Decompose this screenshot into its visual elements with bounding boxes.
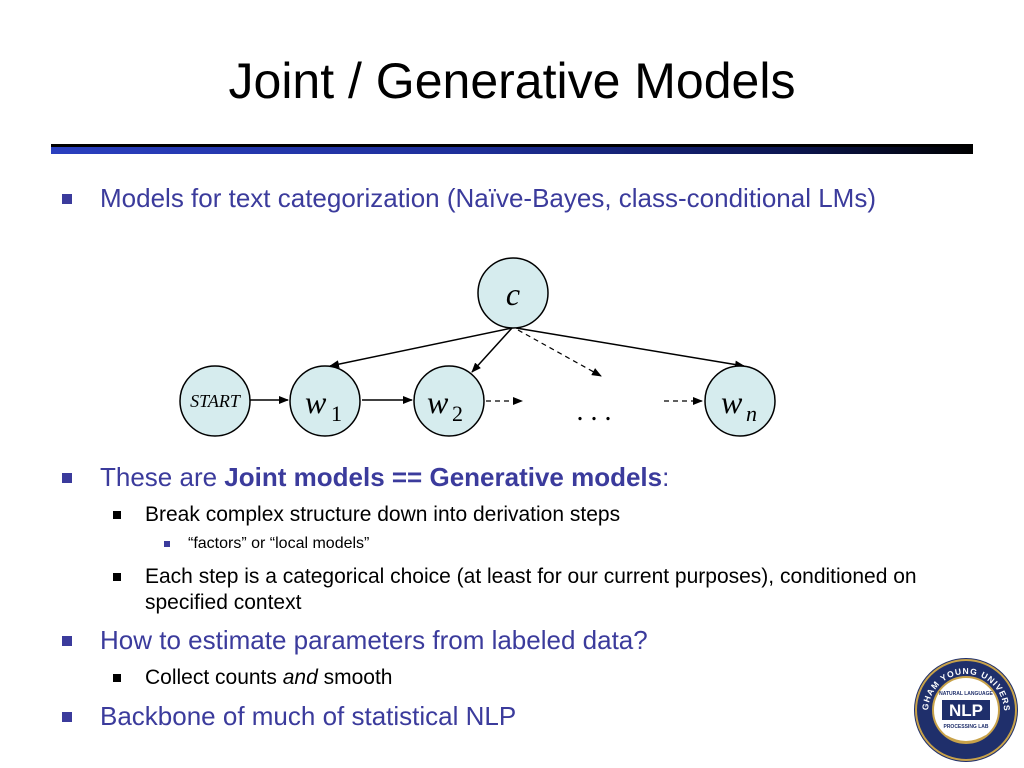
node-w1-sub: 1 bbox=[331, 401, 342, 426]
node-w2-label: w bbox=[427, 384, 449, 420]
bullet-marker bbox=[113, 511, 121, 519]
bullet-text: Each step is a categorical choice (at le… bbox=[145, 565, 917, 614]
node-c bbox=[477, 257, 549, 329]
bullet-text: Collect counts and smooth bbox=[145, 666, 393, 689]
node-start-label: START bbox=[190, 391, 242, 411]
bullet-text: These are Joint models == Generative mod… bbox=[100, 462, 670, 492]
bullet-text: Break complex structure down into deriva… bbox=[145, 503, 621, 526]
bullet-marker bbox=[164, 541, 170, 547]
node-w1 bbox=[289, 365, 361, 437]
bullet-marker bbox=[113, 573, 121, 581]
node-w2 bbox=[413, 365, 485, 437]
edge-c-dots bbox=[517, 329, 602, 377]
node-w2-sub: 2 bbox=[452, 401, 463, 426]
bullet-text: Models for text categorization (Naïve-Ba… bbox=[100, 183, 876, 213]
node-c-label: c bbox=[506, 276, 520, 312]
bullet-marker bbox=[113, 674, 121, 682]
bullet-text: Backbone of much of statistical NLP bbox=[100, 701, 517, 731]
bullet-marker bbox=[62, 636, 72, 646]
logo-bottom-text: PROCESSING LAB bbox=[943, 724, 988, 730]
bullet-text: How to estimate parameters from labeled … bbox=[100, 625, 648, 655]
node-start bbox=[179, 365, 251, 437]
bullet-marker bbox=[62, 712, 72, 722]
title-underline-top bbox=[51, 144, 973, 147]
bullet-text: “factors” or “local models” bbox=[188, 535, 370, 552]
logo-top-text: NATURAL LANGUAGE bbox=[939, 691, 993, 697]
edge-c-wn bbox=[515, 327, 745, 369]
node-wn-sub: n bbox=[746, 401, 757, 426]
byu-nlp-lab-logo: BRIGHAM YOUNG UNIVERSITY NATURAL LANGUAG… bbox=[912, 656, 1018, 762]
logo-laurel-icon bbox=[945, 735, 987, 743]
node-ellipsis: . . . bbox=[577, 396, 612, 427]
logo-main-text: NLP bbox=[949, 701, 983, 720]
edge-c-w1 bbox=[329, 327, 513, 369]
slide-title: Joint / Generative Models bbox=[228, 53, 796, 109]
node-w1-label: w bbox=[305, 384, 327, 420]
bold-term: Joint models == Generative models bbox=[224, 462, 663, 492]
title-underline bbox=[51, 144, 973, 154]
bullet-marker bbox=[62, 194, 72, 204]
emphasis: and bbox=[282, 666, 318, 689]
node-wn bbox=[704, 365, 776, 437]
bullet-marker bbox=[62, 473, 72, 483]
edge-c-w2 bbox=[471, 327, 513, 373]
node-wn-label: w bbox=[721, 384, 743, 420]
